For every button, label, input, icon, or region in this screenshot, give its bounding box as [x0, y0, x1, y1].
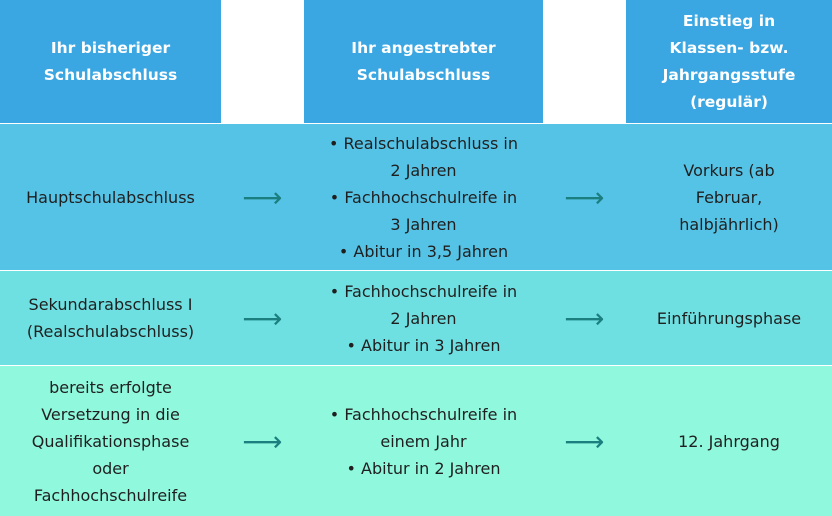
cell-line: 2 Jahren [390, 308, 457, 328]
arrow-right-icon: ⟶ [543, 366, 626, 516]
row3-target-degree: • Fachhochschulreife in einem Jahr • Abi… [304, 366, 543, 516]
row2-previous-degree: Sekundarabschluss I (Realschulabschluss) [0, 271, 221, 365]
cell-line: • Abitur in 3 Jahren [346, 335, 501, 355]
header-line: (regulär) [690, 92, 768, 111]
cell-line: Februar, [695, 187, 763, 207]
arrow-glyph: ⟶ [242, 301, 283, 335]
arrow-glyph: ⟶ [242, 180, 283, 214]
cell-line: • Fachhochschulreife in [329, 187, 518, 207]
cell-line: Hauptschulabschluss [26, 187, 195, 207]
header-line: Einstieg in [682, 11, 776, 30]
row3-previous-degree: bereits erfolgte Versetzung in die Quali… [0, 366, 221, 516]
header-line: Schulabschluss [356, 65, 491, 84]
header-previous-degree: Ihr bisheriger Schulabschluss [0, 0, 221, 123]
header-line: Klassen- bzw. [669, 38, 789, 57]
cell-line: Sekundarabschluss I [28, 295, 193, 314]
header-spacer [543, 0, 626, 123]
header-line: Schulabschluss [43, 65, 178, 84]
cell-line: Qualifikationsphase [31, 431, 190, 451]
cell-line: Versetzung in die [41, 404, 180, 424]
cell-line: 2 Jahren [390, 160, 457, 180]
arrow-right-icon: ⟶ [221, 366, 304, 516]
arrow-right-icon: ⟶ [543, 271, 626, 365]
arrow-right-icon: ⟶ [543, 124, 626, 270]
row3-entry-level: 12. Jahrgang [626, 366, 832, 516]
arrow-right-icon: ⟶ [221, 124, 304, 270]
cell-line: • Realschulabschluss in [328, 133, 519, 153]
header-line: Ihr angestrebter [351, 38, 496, 57]
header-target-degree: Ihr angestrebter Schulabschluss [304, 0, 543, 123]
header-entry-level: Einstieg in Klassen- bzw. Jahrgangsstufe… [626, 0, 832, 123]
row1-previous-degree: Hauptschulabschluss [0, 124, 221, 270]
cell-line: • Abitur in 2 Jahren [346, 458, 501, 478]
header-line: Ihr bisheriger [50, 38, 171, 57]
row1-target-degree: • Realschulabschluss in 2 Jahren • Fachh… [304, 124, 543, 270]
row2-entry-level: Einführungsphase [626, 271, 832, 365]
arrow-glyph: ⟶ [242, 424, 283, 458]
cell-line: bereits erfolgte [49, 377, 172, 397]
row2-target-degree: • Fachhochschulreife in 2 Jahren • Abitu… [304, 271, 543, 365]
cell-line: oder [92, 458, 129, 478]
cell-line: 12. Jahrgang [678, 431, 780, 451]
arrow-glyph: ⟶ [564, 301, 605, 335]
cell-line: halbjährlich) [679, 214, 779, 234]
arrow-glyph: ⟶ [564, 180, 605, 214]
cell-line: • Fachhochschulreife in [329, 281, 518, 301]
cell-line: • Abitur in 3,5 Jahren [338, 241, 509, 261]
arrow-glyph: ⟶ [564, 424, 605, 458]
header-line: Jahrgangsstufe [662, 65, 796, 84]
cell-line: Fachhochschulreife [33, 485, 188, 505]
header-spacer [221, 0, 304, 123]
cell-line: 3 Jahren [390, 214, 457, 234]
row1-entry-level: Vorkurs (ab Februar, halbjährlich) [626, 124, 832, 270]
arrow-right-icon: ⟶ [221, 271, 304, 365]
cell-line: Einführungsphase [656, 308, 802, 328]
cell-line: (Realschulabschluss) [26, 322, 195, 341]
cell-line: Vorkurs (ab [683, 160, 775, 180]
cell-line: • Fachhochschulreife in [329, 404, 518, 424]
cell-line: einem Jahr [380, 431, 467, 451]
